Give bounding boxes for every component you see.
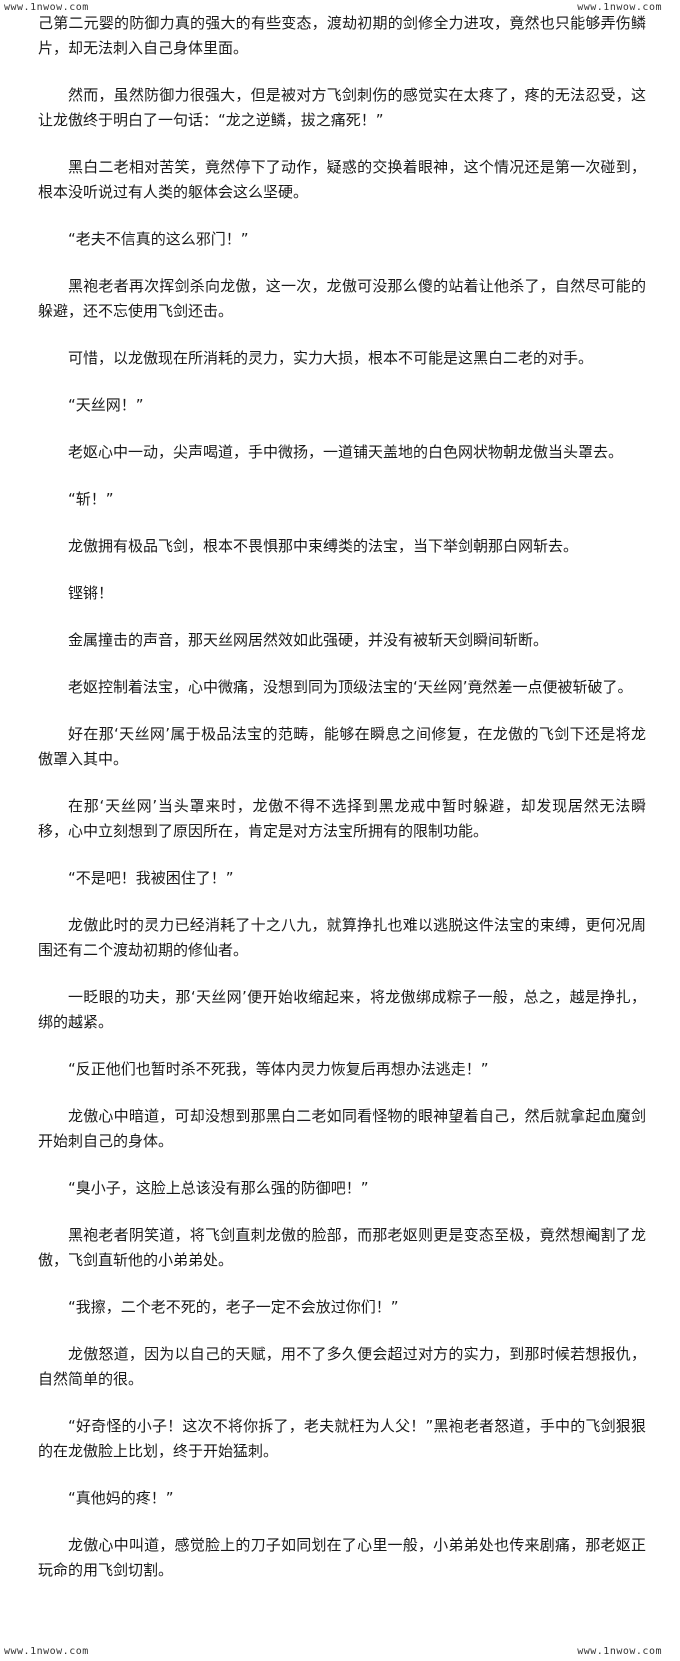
- paragraph: 可惜，以龙傲现在所消耗的灵力，实力大损，根本不可能是这黑白二老的对手。: [68, 349, 594, 367]
- watermark-bottom-left: www.1nwow.com: [4, 1646, 89, 1657]
- paragraph: 龙傲心中暗道，可却没想到那黑白二老如同看怪物的眼神望着自己，然后就拿起血魔剑开始…: [38, 1107, 646, 1150]
- paragraph: “老夫不信真的这么邪门！”: [68, 230, 249, 248]
- paragraph: “反正他们也暂时杀不死我，等体内灵力恢复后再想办法逃走！”: [68, 1060, 489, 1078]
- watermark-top-left: www.1nwow.com: [4, 2, 89, 13]
- paragraph: 在那‘天丝网’当头罩来时，龙傲不得不选择到黑龙戒中暂时躲避，却发现居然无法瞬移，…: [38, 797, 646, 840]
- article-body: 己第二元婴的防御力真的强大的有些变态，渡劫初期的剑修全力进攻，竟然也只能够弄伤鳞…: [38, 0, 646, 1583]
- paragraph: 一眨眼的功夫，那‘天丝网’便开始收缩起来，将龙傲绑成粽子一般，总之，越是挣扎，绑…: [38, 988, 646, 1031]
- paragraph: 己第二元婴的防御力真的强大的有些变态，渡劫初期的剑修全力进攻，竟然也只能够弄伤鳞…: [38, 14, 646, 57]
- paragraph: 铿锵！: [68, 584, 114, 602]
- paragraph: “不是吧！我被困住了！”: [68, 869, 234, 887]
- paragraph: “好奇怪的小子！这次不将你拆了，老夫就枉为人父！”黑袍老者怒道，手中的飞剑狠狠的…: [38, 1417, 646, 1460]
- paragraph: “天丝网！”: [68, 396, 144, 414]
- paragraph: “臭小子，这脸上总该没有那么强的防御吧！”: [68, 1179, 369, 1197]
- paragraph: “真他妈的疼！”: [68, 1489, 174, 1507]
- watermark-bottom-right: www.1nwow.com: [577, 1646, 662, 1657]
- paragraph: “斩！”: [68, 490, 114, 508]
- paragraph: 老妪心中一动，尖声喝道，手中微扬，一道铺天盖地的白色网状物朝龙傲当头罩去。: [68, 443, 624, 461]
- paragraph: 龙傲此时的灵力已经消耗了十之八九，就算挣扎也难以逃脱这件法宝的束缚，更何况周围还…: [38, 916, 646, 959]
- paragraph: 龙傲心中叫道，感觉脸上的刀子如同划在了心里一般，小弟弟处也传来剧痛，那老妪正玩命…: [38, 1536, 646, 1579]
- paragraph: 金属撞击的声音，那天丝网居然效如此强硬，并没有被斩天剑瞬间斩断。: [68, 631, 549, 649]
- paragraph: 黑白二老相对苦笑，竟然停下了动作，疑惑的交换着眼神，这个情况还是第一次碰到，根本…: [38, 158, 646, 201]
- paragraph: 然而，虽然防御力很强大，但是被对方飞剑刺伤的感觉实在太疼了，疼的无法忍受，这让龙…: [38, 86, 646, 129]
- paragraph: 龙傲怒道，因为以自己的天赋，用不了多久便会超过对方的实力，到那时候若想报仇，自然…: [38, 1345, 646, 1388]
- paragraph: 黑袍老者再次挥剑杀向龙傲，这一次，龙傲可没那么傻的站着让他杀了，自然尽可能的躲避…: [38, 277, 646, 320]
- paragraph: 黑袍老者阴笑道，将飞剑直刺龙傲的脸部，而那老妪则更是变态至极，竟然想阉割了龙傲，…: [38, 1226, 646, 1269]
- paragraph: 好在那‘天丝网’属于极品法宝的范畴，能够在瞬息之间修复，在龙傲的飞剑下还是将龙傲…: [38, 725, 646, 768]
- paragraph: 龙傲拥有极品飞剑，根本不畏惧那中束缚类的法宝，当下举剑朝那白网斩去。: [68, 537, 579, 555]
- paragraph: “我擦，二个老不死的，老子一定不会放过你们！”: [68, 1298, 399, 1316]
- paragraph: 老妪控制着法宝，心中微痛，没想到同为顶级法宝的‘天丝网’竟然差一点便被斩破了。: [68, 678, 633, 696]
- watermark-top-right: www.1nwow.com: [577, 2, 662, 13]
